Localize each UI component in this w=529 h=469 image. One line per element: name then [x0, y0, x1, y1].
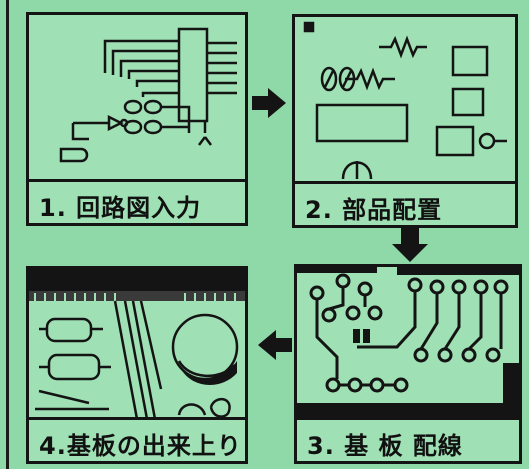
arrow-down-icon [392, 228, 428, 262]
caption-component-placement: 2. 部品配置 [295, 181, 515, 225]
caption-schematic-entry: 1. 回路図入力 [29, 179, 245, 223]
finished-board-illustration [29, 269, 245, 419]
routing-illustration [297, 267, 519, 419]
step-label-4: 4.基板の出来上り [39, 432, 242, 460]
arrow-right-icon [252, 88, 286, 118]
caption-finished-board: 4.基板の出来上り [29, 417, 245, 461]
panel-component-placement: 2. 部品配置 [292, 14, 518, 228]
panel-schematic-entry: 1. 回路図入力 [26, 12, 248, 226]
schematic-illustration [59, 27, 237, 163]
step-label-2: 2. 部品配置 [305, 196, 443, 224]
left-border-line [6, 0, 9, 469]
step-label-3: 3. 基 板 配線 [307, 432, 463, 460]
placement-illustration [303, 21, 507, 180]
step-label-1: 1. 回路図入力 [39, 194, 202, 222]
caption-board-routing: 3. 基 板 配線 [297, 417, 519, 461]
panel-finished-board: 4.基板の出来上り [26, 266, 248, 464]
arrow-left-icon [258, 330, 292, 360]
panel-board-routing: 3. 基 板 配線 [294, 264, 522, 464]
